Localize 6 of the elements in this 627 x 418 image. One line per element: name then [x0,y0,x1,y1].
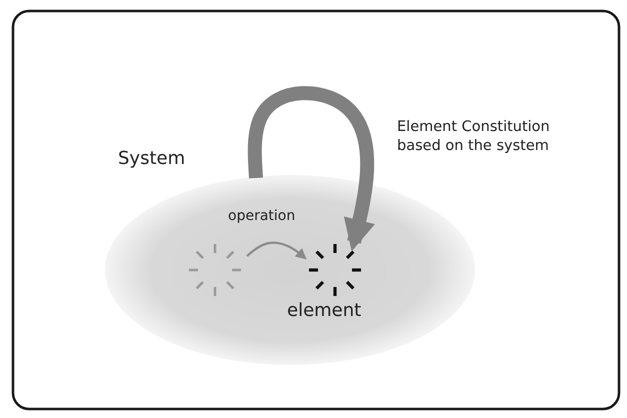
edge-label: operation [228,207,296,226]
arrow [246,242,307,260]
curved-arrow [248,86,375,252]
element-label: element [287,300,362,322]
edge-label: Element Constitution based on the system [397,118,551,156]
system-label: System [118,148,186,170]
